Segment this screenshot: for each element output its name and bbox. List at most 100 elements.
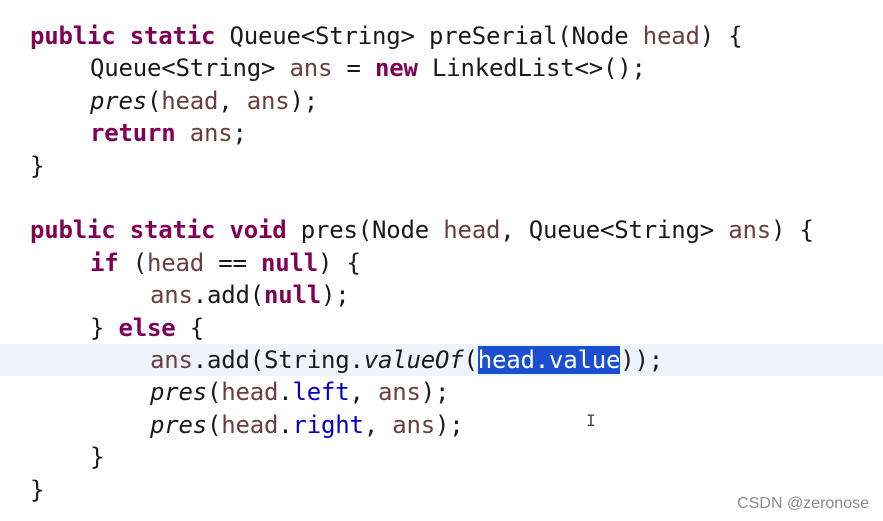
text-cursor-icon: I	[586, 411, 596, 430]
code-token: (	[207, 378, 222, 407]
code-token: ,	[363, 410, 393, 439]
code-line[interactable]: }	[0, 150, 883, 182]
code-token: ,	[218, 86, 247, 115]
code-line[interactable]: public static Queue<String> preSerial(No…	[0, 20, 883, 52]
code-token	[116, 22, 130, 50]
static-method-token: pres	[90, 86, 147, 115]
code-token: }	[30, 151, 45, 180]
code-text: return ans;	[90, 117, 247, 149]
code-token: .add(	[192, 281, 264, 310]
code-line[interactable]: pres(head.right, ans);	[0, 409, 883, 441]
code-token: }	[30, 475, 45, 504]
field-token: right	[292, 410, 364, 439]
variable-token: head	[161, 86, 219, 115]
code-token: );	[289, 86, 319, 115]
code-line[interactable]: pres(head, ans);	[0, 85, 883, 117]
variable-token: ans	[392, 410, 435, 439]
code-line[interactable]: public static void pres(Node head, Queue…	[0, 214, 883, 246]
watermark: CSDN @zeronose	[737, 495, 869, 512]
code-text: pres(head.left, ans);	[150, 376, 449, 408]
code-token: .	[278, 378, 293, 407]
variable-token: head	[443, 216, 501, 245]
code-token: (	[118, 248, 147, 277]
code-token: );	[321, 281, 350, 310]
code-line[interactable]: ans.add(String.valueOf(head.value));	[0, 344, 883, 376]
code-token: (	[147, 86, 162, 115]
keyword-token: static	[129, 22, 216, 50]
code-token: Queue<String>	[90, 54, 290, 83]
code-token: );	[420, 378, 450, 407]
keyword-token: public	[30, 216, 116, 245]
field-token: left	[292, 378, 350, 407]
code-text: public static Queue<String> preSerial(No…	[30, 20, 743, 52]
code-token: }	[90, 313, 119, 342]
code-token: (	[463, 346, 478, 374]
variable-token: head	[221, 410, 279, 439]
code-text: ans.add(String.valueOf(head.value));	[150, 344, 663, 376]
code-token	[116, 216, 130, 244]
code-text: if (head == null) {	[90, 247, 361, 279]
code-token	[176, 119, 190, 147]
variable-token: ans	[189, 119, 233, 148]
code-token: ) {	[699, 22, 743, 50]
code-text: pres(head.right, ans);	[150, 409, 464, 441]
keyword-token: void	[229, 216, 287, 245]
keyword-token: null	[264, 281, 321, 310]
code-token: .	[278, 410, 293, 439]
code-token: LinkedList<>();	[417, 54, 646, 83]
variable-token: head	[642, 22, 700, 50]
variable-token: ans	[378, 378, 421, 407]
code-token: ) {	[771, 216, 814, 245]
variable-token: ans	[246, 86, 290, 115]
keyword-token: return	[90, 119, 176, 148]
code-line[interactable]: pres(head.left, ans);	[0, 376, 883, 408]
code-token: );	[435, 410, 464, 439]
variable-token: head	[147, 248, 204, 277]
code-token	[215, 216, 229, 244]
variable-token: head	[221, 378, 279, 407]
code-token: ,	[349, 378, 378, 407]
code-line[interactable]: Queue<String> ans = new LinkedList<>();	[0, 52, 883, 84]
keyword-token: if	[90, 248, 119, 277]
code-text: pres(head, ans);	[90, 85, 318, 117]
keyword-token: else	[118, 313, 176, 342]
keyword-token: public	[30, 22, 116, 50]
code-text: }	[30, 474, 44, 506]
static-method-token: pres	[150, 378, 207, 407]
variable-token: ans	[150, 346, 193, 374]
code-token: ) {	[318, 248, 361, 277]
code-text: public static void pres(Node head, Queue…	[30, 214, 814, 246]
variable-token: ans	[289, 54, 333, 83]
static-method-token: valueOf	[363, 346, 464, 374]
code-text: }	[30, 150, 44, 182]
code-text: ans.add(null);	[150, 279, 350, 311]
code-token: {	[175, 313, 204, 342]
code-token: =	[332, 54, 375, 83]
code-text: }	[90, 441, 104, 473]
variable-token: ans	[728, 216, 771, 245]
code-text: } else {	[90, 312, 204, 344]
code-text: Queue<String> ans = new LinkedList<>();	[90, 52, 646, 84]
variable-token: ans	[150, 281, 193, 310]
code-line[interactable]: ans.add(null);	[0, 279, 883, 311]
code-token: pres(Node	[286, 216, 444, 245]
code-token: .add(String.	[192, 346, 364, 374]
code-line[interactable]: }	[0, 474, 883, 506]
code-token: ;	[232, 119, 247, 148]
selected-text: head.value	[477, 346, 621, 374]
code-line[interactable]: }	[0, 441, 883, 473]
keyword-token: new	[375, 54, 418, 83]
code-token: ==	[204, 248, 261, 277]
keyword-token: null	[261, 248, 318, 277]
code-token: (	[207, 410, 222, 439]
code-line[interactable]: } else {	[0, 312, 883, 344]
code-token: Queue<String> preSerial(Node	[215, 22, 643, 50]
keyword-token: static	[129, 216, 216, 245]
code-line[interactable]: return ans;	[0, 117, 883, 149]
code-line[interactable]: if (head == null) {	[0, 247, 883, 279]
code-line[interactable]	[0, 182, 883, 214]
code-token: ));	[620, 346, 663, 374]
code-token: }	[90, 443, 105, 472]
code-token: , Queue<String>	[500, 216, 729, 245]
